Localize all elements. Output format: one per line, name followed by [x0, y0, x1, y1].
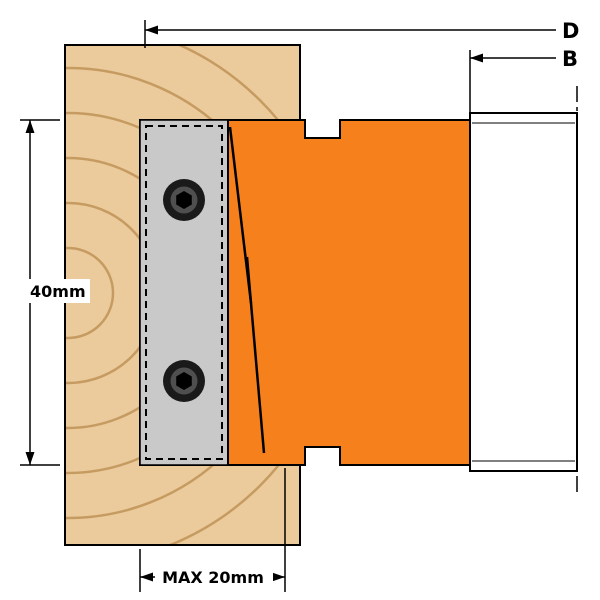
- arrow-down-icon: [25, 452, 35, 465]
- knife-holder-dashed-outline: [145, 125, 223, 460]
- dimension-max-width: MAX 20mm: [139, 468, 286, 592]
- dimension-b-label: B: [562, 47, 578, 71]
- spindle-bushing: [469, 112, 578, 472]
- hex-screw-bottom: [163, 360, 205, 402]
- dimension-d-label: D: [562, 19, 579, 43]
- arrow-left-icon: [145, 25, 158, 35]
- cutter-body: [227, 119, 471, 466]
- dimension-max-width-label: MAX 20mm: [162, 568, 264, 587]
- dimension-height: 40mm: [20, 119, 90, 466]
- knife-holder: [139, 119, 229, 466]
- dimension-d: D: [144, 19, 579, 48]
- dimension-b: B: [469, 47, 578, 112]
- arrow-right-icon: [272, 572, 285, 582]
- arrow-left-icon: [140, 572, 153, 582]
- hex-screw-top: [163, 179, 205, 221]
- arrow-up-icon: [25, 120, 35, 133]
- hex-socket-icon: [176, 372, 192, 390]
- arrow-left-icon: [470, 53, 483, 63]
- knife-edge-lines: [228, 126, 266, 454]
- dimension-height-label: 40mm: [30, 282, 86, 301]
- hex-socket-icon: [176, 191, 192, 209]
